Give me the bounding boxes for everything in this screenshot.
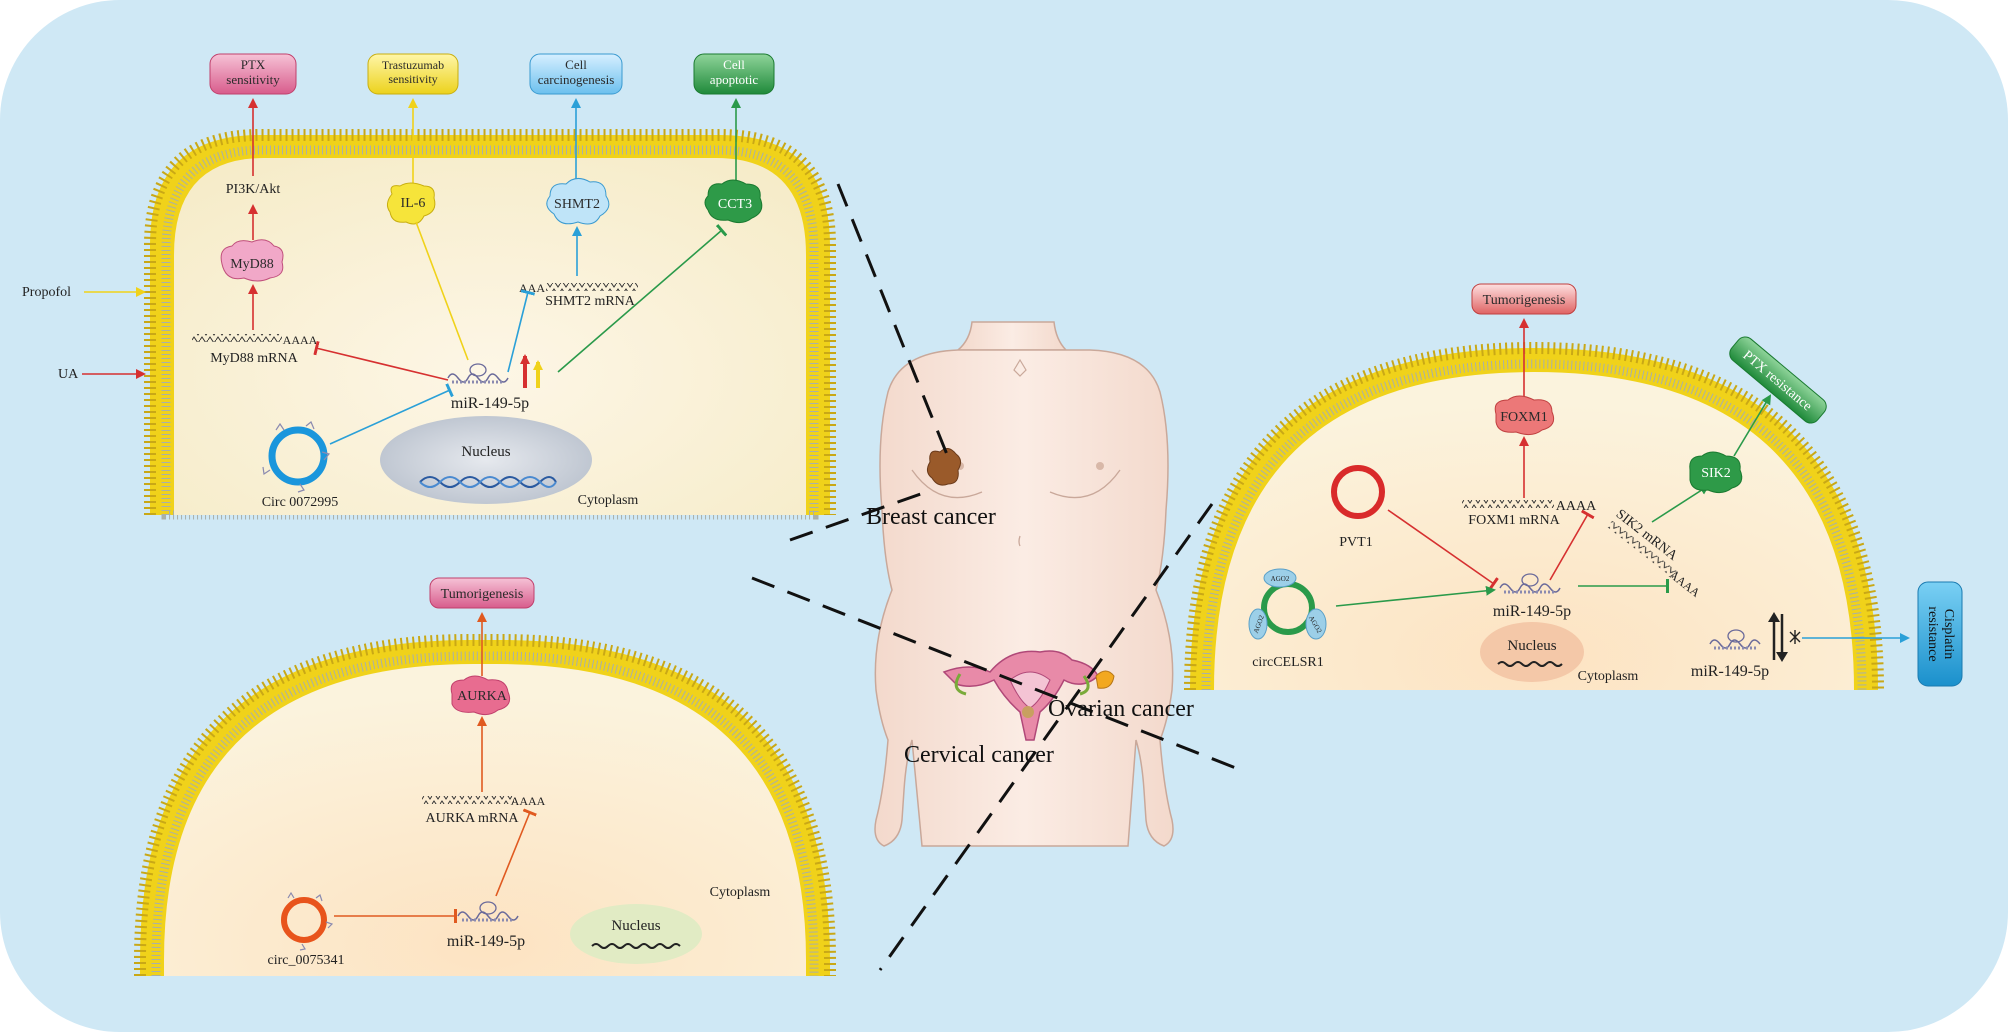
breast-nucleus: Nucleus bbox=[380, 416, 592, 504]
ovarian-mirna: miR-149-5p bbox=[1493, 573, 1571, 620]
arrow-circcelsr1-mirna bbox=[1335, 585, 1496, 607]
aurka-mrna: AAAA AURKA mRNA bbox=[422, 794, 546, 826]
il6-label: IL-6 bbox=[401, 196, 426, 211]
cisplatin-resistance-label: Cisplatinresistance bbox=[1925, 606, 1956, 661]
aurka-label: AURKA bbox=[457, 689, 508, 704]
breast-mirna: miR-149-5p bbox=[447, 363, 529, 412]
cervical-tumorigenesis-label: Tumorigenesis bbox=[441, 587, 524, 602]
aurka-mrna-label: AURKA mRNA bbox=[426, 811, 520, 826]
ago2-label-1: AGO2 bbox=[1271, 575, 1290, 583]
myd88-protein: MyD88 bbox=[220, 239, 284, 282]
foxm1-label: FOXM1 bbox=[1500, 410, 1547, 425]
circ-0072995-label: Circ 0072995 bbox=[262, 495, 339, 510]
shmt2-polya: AAA bbox=[519, 281, 545, 295]
separator-breast-2 bbox=[789, 488, 933, 542]
breast-cancer-cell bbox=[144, 129, 836, 520]
circ-0075341: circ_0075341 bbox=[268, 891, 345, 968]
cct3-protein: CCT3 bbox=[704, 179, 763, 224]
inhibit-mirna-aurkamrna bbox=[495, 808, 537, 897]
inhibit-mirna-myd88mrna bbox=[313, 340, 449, 381]
inhibit-mirna-cct3 bbox=[557, 224, 728, 373]
cervical-mirna-label: miR-149-5p bbox=[447, 933, 525, 950]
circ-0075341-label: circ_0075341 bbox=[268, 953, 345, 968]
ovarian-mirna-right: miR-149-5p bbox=[1691, 629, 1769, 680]
shmt2-protein: SHMT2 bbox=[546, 178, 610, 225]
shmt2-mrna-label: SHMT2 mRNA bbox=[545, 294, 636, 309]
aurka-polya: AAAA bbox=[511, 794, 546, 808]
cervical-cytoplasm-label: Cytoplasm bbox=[710, 885, 771, 900]
il6-protein: IL-6 bbox=[386, 182, 436, 225]
breast-membrane-beads bbox=[144, 129, 836, 515]
ovarian-tumorigenesis-label: Tumorigenesis bbox=[1483, 293, 1566, 308]
ovarian-cancer-label: Ovarian cancer bbox=[1048, 696, 1194, 722]
circcelsr1: AGO2 AGO2 AGO2 circCELSR1 bbox=[1248, 568, 1327, 670]
breast-mirna-label: miR-149-5p bbox=[451, 395, 529, 412]
separator-cervical bbox=[751, 576, 1247, 774]
circcelsr1-label: circCELSR1 bbox=[1252, 655, 1324, 670]
pvt1-label: PVT1 bbox=[1339, 535, 1372, 550]
separator-ovarian bbox=[878, 503, 1214, 971]
separator-breast-1 bbox=[836, 183, 952, 463]
arrow-sik2mrna-sik2 bbox=[1651, 484, 1710, 523]
propofol-label: Propofol bbox=[22, 285, 71, 300]
ovarian-mirna-label: miR-149-5p bbox=[1493, 603, 1571, 620]
ovarian-mirna-right-label: miR-149-5p bbox=[1691, 663, 1769, 680]
myd88-label: MyD88 bbox=[230, 257, 274, 272]
ovarian-tumorigenesis-box: Tumorigenesis bbox=[1471, 283, 1577, 315]
aurka-protein: AURKA bbox=[450, 675, 511, 716]
inhibit-mirna-foxm1mrna bbox=[1549, 509, 1595, 581]
breast-membrane-lipids bbox=[161, 145, 819, 520]
cisplatin-resistance-box: Cisplatinresistance bbox=[1917, 581, 1963, 687]
cervical-mirna: miR-149-5p bbox=[447, 901, 525, 950]
cervical-nucleus-label: Nucleus bbox=[611, 918, 660, 934]
ovarian-nucleus: Nucleus bbox=[1480, 622, 1584, 682]
inhibit-mirna-shmt2mrna bbox=[507, 289, 536, 373]
myd88-mrna: AAAA MyD88 mRNA bbox=[192, 333, 318, 366]
shmt2-mrna: AAA SHMT2 mRNA bbox=[519, 281, 638, 309]
sik2-protein: SIK2 bbox=[1689, 451, 1743, 494]
ovarian-cytoplasm-label: Cytoplasm bbox=[1578, 669, 1639, 684]
pvt1-circle: PVT1 bbox=[1331, 465, 1385, 550]
foxm1-mrna-label: FOXM1 mRNA bbox=[1468, 513, 1560, 528]
myd88-polya: AAAA bbox=[283, 333, 318, 347]
cervical-tumorigenesis-box: Tumorigenesis bbox=[429, 577, 535, 609]
ovarian-cancer-cell bbox=[1184, 341, 1884, 691]
cct3-label: CCT3 bbox=[718, 197, 752, 212]
inhibit-pvt1-mirna bbox=[1387, 509, 1499, 591]
pi3k-akt-label: PI3K/Akt bbox=[226, 182, 281, 197]
cervical-cancer-cell bbox=[134, 634, 836, 976]
foxm1-polya: AAAA bbox=[1556, 499, 1597, 514]
breast-cancer-label: Breast cancer bbox=[866, 504, 996, 530]
breast-cytoplasm-label: Cytoplasm bbox=[578, 493, 639, 508]
circ-0072995: Circ 0072995 bbox=[262, 421, 339, 510]
ovarian-nucleus-label: Nucleus bbox=[1507, 638, 1556, 654]
sik2-label: SIK2 bbox=[1701, 466, 1731, 481]
link-mirna-il6 bbox=[415, 221, 469, 361]
shmt2-label: SHMT2 bbox=[554, 197, 600, 212]
foxm1-protein: FOXM1 bbox=[1494, 395, 1555, 436]
cervical-cancer-label: Cervical cancer bbox=[904, 742, 1054, 768]
breast-cytoplasm bbox=[174, 158, 806, 515]
breast-nucleus-label: Nucleus bbox=[461, 444, 510, 460]
female-body bbox=[874, 321, 1174, 847]
inhibit-circ-mirna bbox=[329, 383, 454, 445]
up-down-arrows bbox=[1768, 612, 1801, 662]
arrow-sik2-ptx bbox=[1733, 394, 1772, 457]
ua-label: UA bbox=[58, 367, 79, 382]
cervical-nucleus: Nucleus bbox=[570, 904, 702, 964]
myd88-mrna-label: MyD88 mRNA bbox=[210, 351, 298, 366]
